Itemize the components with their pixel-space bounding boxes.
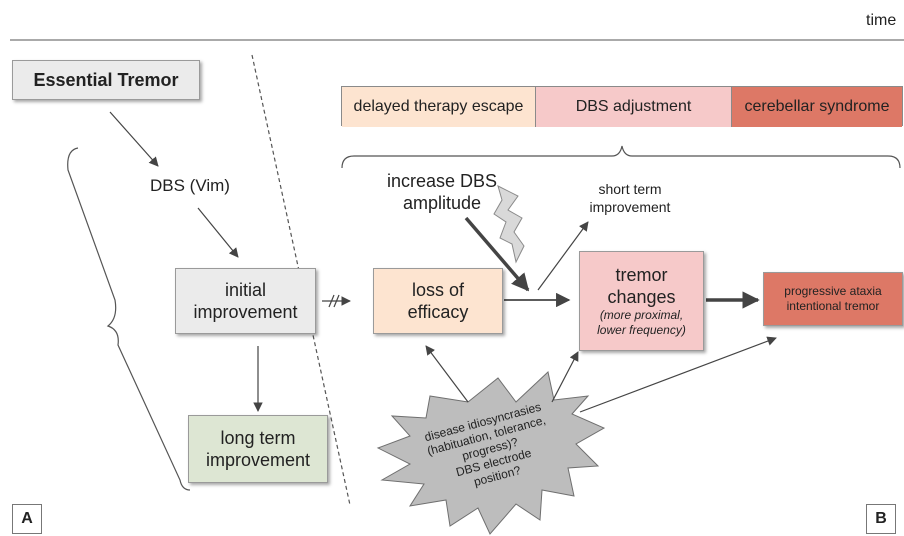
break-mark-2 bbox=[333, 294, 340, 308]
loss-of-efficacy-line2: efficacy bbox=[407, 302, 469, 322]
increase-dbs-line1: increase DBS bbox=[386, 171, 498, 191]
increase-dbs-line2: amplitude bbox=[402, 193, 482, 213]
arrow-increase-dbs bbox=[464, 216, 530, 292]
phase-brace bbox=[341, 145, 901, 169]
panel-label-a: A bbox=[12, 504, 42, 534]
lightning-bolt-icon bbox=[493, 185, 525, 264]
tremor-changes-line1: tremor bbox=[615, 265, 668, 285]
initial-improvement-box: initial improvement bbox=[175, 268, 316, 334]
initial-improvement-line1: initial bbox=[224, 280, 267, 300]
arrow-et-to-dbs bbox=[109, 111, 159, 167]
phase-bar: delayed therapy escape DBS adjustment ce… bbox=[341, 86, 903, 127]
essential-tremor-label: Essential Tremor bbox=[33, 70, 179, 90]
arrow-dbs-to-initial bbox=[197, 207, 239, 258]
short-term-line1: short term bbox=[598, 181, 662, 197]
essential-tremor-box: Essential Tremor bbox=[12, 60, 200, 100]
tremor-changes-line2: changes bbox=[607, 287, 676, 307]
arrow-starburst-to-loss bbox=[425, 345, 469, 403]
phase-cerebellar-syndrome: cerebellar syndrome bbox=[732, 87, 902, 127]
progressive-line2: intentional tremor bbox=[786, 299, 880, 313]
arrow-starburst-to-tremor bbox=[551, 351, 579, 403]
tremor-changes-note-line1: (more proximal, bbox=[599, 308, 684, 322]
short-term-improvement: short term improvement bbox=[570, 180, 690, 216]
starburst-shape bbox=[376, 371, 606, 535]
dbs-vim-label: DBS (Vim) bbox=[150, 176, 230, 195]
phase-delayed-therapy-escape: delayed therapy escape bbox=[342, 87, 536, 127]
increase-dbs-amplitude: increase DBS amplitude bbox=[372, 170, 512, 214]
tremor-changes-box: tremor changes (more proximal, lower fre… bbox=[579, 251, 704, 351]
time-label: time bbox=[866, 12, 897, 29]
arrow-short-term bbox=[537, 221, 589, 291]
phase-dbs-adjustment: DBS adjustment bbox=[536, 87, 732, 127]
panel-label-b: B bbox=[866, 504, 896, 534]
progressive-line1: progressive ataxia bbox=[784, 284, 882, 298]
loss-of-efficacy-box: loss of efficacy bbox=[373, 268, 503, 334]
tremor-changes-note-line2: lower frequency) bbox=[597, 323, 686, 337]
arrow-starburst-to-progressive bbox=[579, 336, 777, 413]
long-term-line1: long term bbox=[220, 428, 296, 448]
initial-improvement-line2: improvement bbox=[193, 302, 298, 322]
short-term-line2: improvement bbox=[589, 199, 671, 215]
progressive-ataxia-box: progressive ataxia intentional tremor bbox=[763, 272, 903, 326]
loss-of-efficacy-line1: loss of bbox=[411, 280, 465, 300]
long-term-improvement-box: long term improvement bbox=[188, 415, 328, 483]
long-term-line2: improvement bbox=[205, 450, 311, 470]
left-brace bbox=[67, 147, 191, 491]
break-mark-1 bbox=[328, 294, 335, 308]
